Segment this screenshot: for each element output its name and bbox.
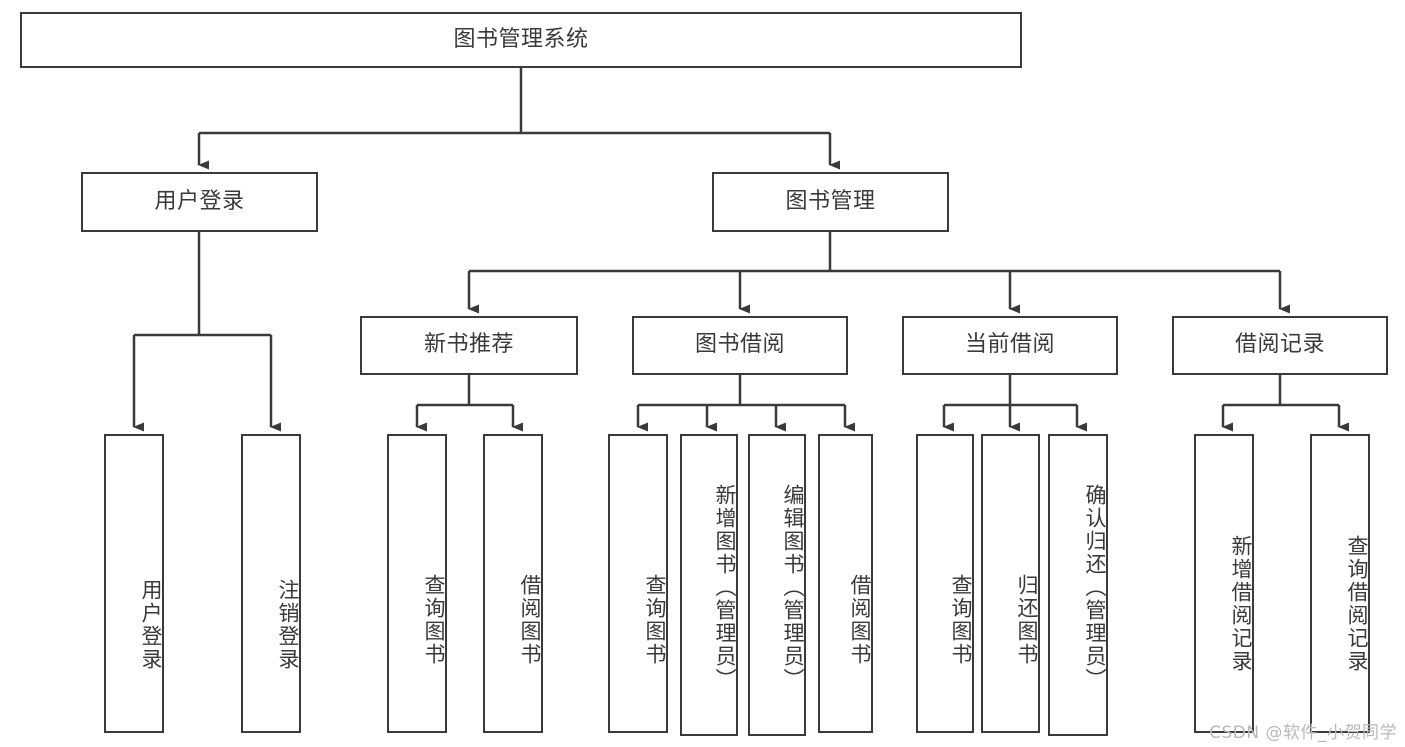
node-label: 借阅图书: [518, 573, 542, 666]
node-label: 归还图书: [1015, 573, 1039, 666]
node-label: 图书管理: [785, 188, 876, 214]
leaf-add-book-admin[interactable]: 新增图书（管理员）: [680, 434, 738, 736]
node-label: 查询图书: [949, 573, 973, 666]
node-label: 注销登录: [276, 578, 300, 671]
node-label: 当前借阅: [964, 332, 1055, 358]
node-borrow-record[interactable]: 借阅记录: [1172, 316, 1388, 375]
node-label: 新书推荐: [423, 332, 514, 358]
node-book-management[interactable]: 图书管理: [712, 172, 949, 232]
node-label: 用户登录: [154, 188, 245, 214]
node-label: 新增借阅记录: [1229, 534, 1253, 673]
node-label: 图书借阅: [694, 332, 785, 358]
leaf-query-book-current[interactable]: 查询图书: [916, 434, 974, 733]
leaf-return-book[interactable]: 归还图书: [981, 434, 1040, 733]
node-user-login[interactable]: 用户登录: [81, 172, 318, 232]
leaf-borrow-book-recommend[interactable]: 借阅图书: [483, 434, 543, 733]
node-label: 查询图书: [643, 573, 667, 666]
node-label: 新增图书（管理员）: [713, 483, 737, 691]
leaf-edit-book-admin[interactable]: 编辑图书（管理员）: [748, 434, 806, 736]
node-label: 编辑图书（管理员）: [781, 483, 805, 691]
node-book-borrow[interactable]: 图书借阅: [632, 316, 848, 375]
node-label: 确认归还（管理员）: [1083, 483, 1107, 691]
leaf-borrow-book[interactable]: 借阅图书: [818, 434, 873, 733]
node-label: 图书管理系统: [453, 26, 589, 52]
leaf-confirm-return-admin[interactable]: 确认归还（管理员）: [1048, 434, 1108, 736]
node-label: 借阅图书: [848, 573, 872, 666]
leaf-user-login[interactable]: 用户登录: [104, 434, 164, 733]
leaf-logout[interactable]: 注销登录: [241, 434, 301, 733]
node-current-borrow[interactable]: 当前借阅: [902, 316, 1118, 375]
node-label: 用户登录: [139, 578, 163, 671]
node-label: 借阅记录: [1234, 332, 1325, 358]
node-label: 查询借阅记录: [1345, 534, 1369, 673]
node-root-book-management-system[interactable]: 图书管理系统: [20, 12, 1022, 68]
node-label: 查询图书: [422, 573, 446, 666]
leaf-query-borrow-record[interactable]: 查询借阅记录: [1310, 434, 1370, 733]
watermark: CSDN @软件_小贺同学: [1209, 723, 1397, 743]
leaf-add-borrow-record[interactable]: 新增借阅记录: [1194, 434, 1254, 733]
leaf-query-book-borrow[interactable]: 查询图书: [608, 434, 668, 733]
node-new-book-recommend[interactable]: 新书推荐: [360, 316, 578, 375]
leaf-query-book-recommend[interactable]: 查询图书: [387, 434, 447, 733]
